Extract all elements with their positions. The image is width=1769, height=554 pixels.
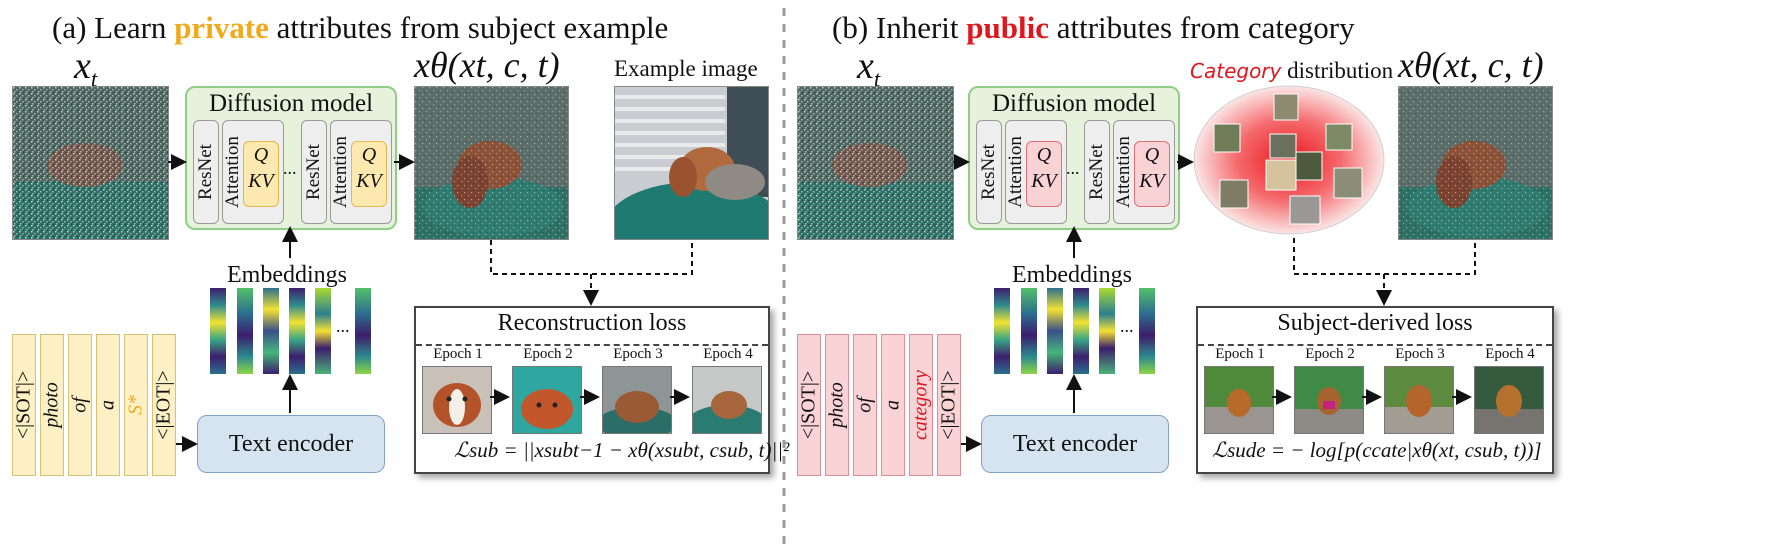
epoch-thumbnail (602, 366, 672, 434)
epoch-thumbnail (1294, 366, 1364, 434)
reconstruction-loss-formula: ℒsub = ||xsubt−1 − xθ(xsubt, csub, t)||² (454, 438, 790, 462)
resnet-block: ResNet (193, 120, 219, 224)
epoch-thumbnail (1474, 366, 1544, 434)
denoised-output-image-a (414, 86, 569, 240)
token-photo: photo (40, 334, 64, 476)
epoch-thumbnail (1384, 366, 1454, 434)
epoch-thumbnail (422, 366, 492, 434)
epoch-label: Epoch 1 (433, 346, 483, 362)
embeddings-label-b: Embeddings (1012, 262, 1132, 288)
token-a: a (881, 334, 905, 476)
example-image-label: Example image (614, 56, 758, 81)
token-a: a (96, 334, 120, 476)
embedding-vectors-a (210, 288, 371, 374)
token-of: of (853, 334, 877, 476)
noisy-input-image-a (12, 86, 169, 240)
ellipsis: ... (283, 158, 297, 178)
diffusion-model-label: Diffusion model (991, 90, 1157, 117)
panel-a-title: (a) Learn private attributes from subjec… (52, 10, 669, 45)
token-placeholder: S* (124, 334, 148, 476)
token-category: category (909, 334, 933, 476)
panel-b-title: (b) Inherit public attributes from categ… (832, 10, 1355, 45)
resnet-block: ResNet (301, 120, 327, 224)
epoch-label: Epoch 2 (1305, 346, 1355, 362)
reconstruction-loss-box: Reconstruction loss Epoch 1 Epoch 2 Epoc… (414, 306, 789, 474)
text-encoder-a: Text encoder (197, 415, 385, 473)
token-eot: <|EOT|> (937, 334, 961, 476)
token-eot: <|EOT|> (152, 334, 176, 476)
epoch-label: Epoch 3 (1395, 346, 1445, 362)
xt-label-a: xt (74, 45, 98, 92)
epoch-label: Epoch 3 (613, 346, 663, 362)
epoch-thumbnail (692, 366, 762, 434)
text-encoder-b: Text encoder (981, 415, 1169, 473)
epoch-thumbnail (512, 366, 582, 434)
embedding-ellipsis: ... (336, 316, 350, 336)
token-sot: <|SOT|> (797, 334, 821, 476)
diffusion-model-label: Diffusion model (208, 90, 374, 117)
loss-title: Subject-derived loss (1277, 310, 1473, 336)
epoch-label: Epoch 1 (1215, 346, 1265, 362)
epoch-label: Epoch 4 (1485, 346, 1535, 362)
output-label-a: xθ(xt, c, t) (414, 45, 560, 85)
subject-derived-loss-box: Subject-derived loss Epoch 1 Epoch 2 Epo… (1196, 306, 1554, 474)
denoised-output-image-b (1398, 86, 1553, 240)
embedding-ellipsis: ... (1120, 316, 1134, 336)
resnet-block: ResNet (1084, 120, 1110, 224)
ellipsis: ... (1066, 158, 1080, 178)
subject-derived-loss-formula: ℒsude = − log[p(ccate|xθ(xt, csub, t))] (1212, 438, 1542, 462)
embeddings-label-a: Embeddings (227, 262, 347, 288)
category-distribution-label: Category distribution (1190, 58, 1394, 83)
xt-label-b: xt (857, 45, 881, 92)
noisy-input-image-b (797, 86, 954, 240)
example-image (614, 86, 769, 240)
output-label-b: xθ(xt, c, t) (1398, 45, 1544, 85)
epoch-label: Epoch 2 (523, 346, 573, 362)
private-keyword: private (174, 10, 269, 45)
loss-title: Reconstruction loss (497, 310, 687, 336)
token-photo: photo (825, 334, 849, 476)
embedding-vectors-b (994, 288, 1155, 374)
epoch-label: Epoch 4 (703, 346, 753, 362)
token-sot: <|SOT|> (12, 334, 36, 476)
public-keyword: public (966, 10, 1049, 45)
category-distribution-cloud (1193, 85, 1385, 235)
token-of: of (68, 334, 92, 476)
resnet-block: ResNet (976, 120, 1002, 224)
epoch-thumbnail (1204, 366, 1274, 434)
